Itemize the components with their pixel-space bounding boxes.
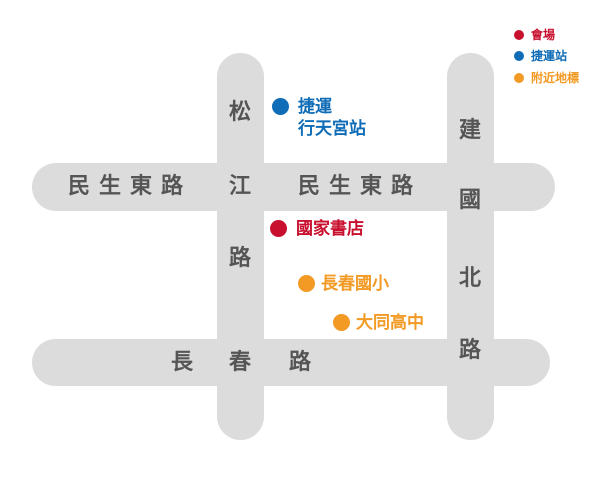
road-label-jianguo-3: 北: [459, 266, 482, 291]
road-label-songjiang-3: 路: [229, 246, 252, 271]
landmark-label-2: 大同高中: [356, 313, 424, 333]
legend-venue-dot-icon: [514, 30, 524, 40]
legend-venue-label: 會場: [531, 28, 556, 42]
venue-label: 國家書店: [296, 219, 364, 239]
legend-landmark-dot-icon: [514, 73, 524, 83]
legend-landmark-label: 附近地標: [531, 71, 580, 85]
legend-mrt-label: 捷運站: [531, 49, 568, 63]
landmark-label-1: 長春國小: [321, 274, 389, 294]
mrt-station-marker: 捷運行天宮站: [272, 96, 366, 140]
landmark-marker-2: 大同高中: [333, 312, 424, 334]
road-label-changchun-3: 路: [289, 350, 312, 375]
legend-venue: 會場: [514, 28, 555, 42]
legend-landmark: 附近地標: [514, 71, 579, 85]
mrt-dot-icon: [272, 98, 289, 115]
venue-marker: 國家書店: [270, 218, 364, 240]
road-label-songjiang-2: 江: [229, 174, 252, 199]
mrt-label-line2: 行天宮站: [298, 119, 366, 139]
legend-mrt-dot-icon: [514, 51, 524, 61]
landmark-marker-1: 長春國小: [298, 273, 389, 295]
road-songjiang: [217, 53, 264, 440]
road-label-minsheng-right: 民生東路: [298, 174, 423, 199]
landmark-dot-icon: [333, 314, 350, 331]
road-label-jianguo-1: 建: [459, 118, 482, 143]
venue-dot-icon: [270, 220, 287, 237]
road-label-changchun-1: 長: [171, 350, 194, 375]
road-label-jianguo-4: 路: [459, 338, 482, 363]
road-label-minsheng-left: 民生東路: [68, 174, 193, 199]
legend-mrt: 捷運站: [514, 49, 567, 63]
road-label-jianguo-2: 國: [459, 188, 482, 213]
road-label-songjiang-1: 松: [229, 100, 252, 125]
mrt-label-line1: 捷運: [298, 97, 332, 117]
landmark-dot-icon: [298, 275, 315, 292]
road-jianguo: [447, 53, 494, 440]
road-label-changchun-2: 春: [229, 350, 252, 375]
